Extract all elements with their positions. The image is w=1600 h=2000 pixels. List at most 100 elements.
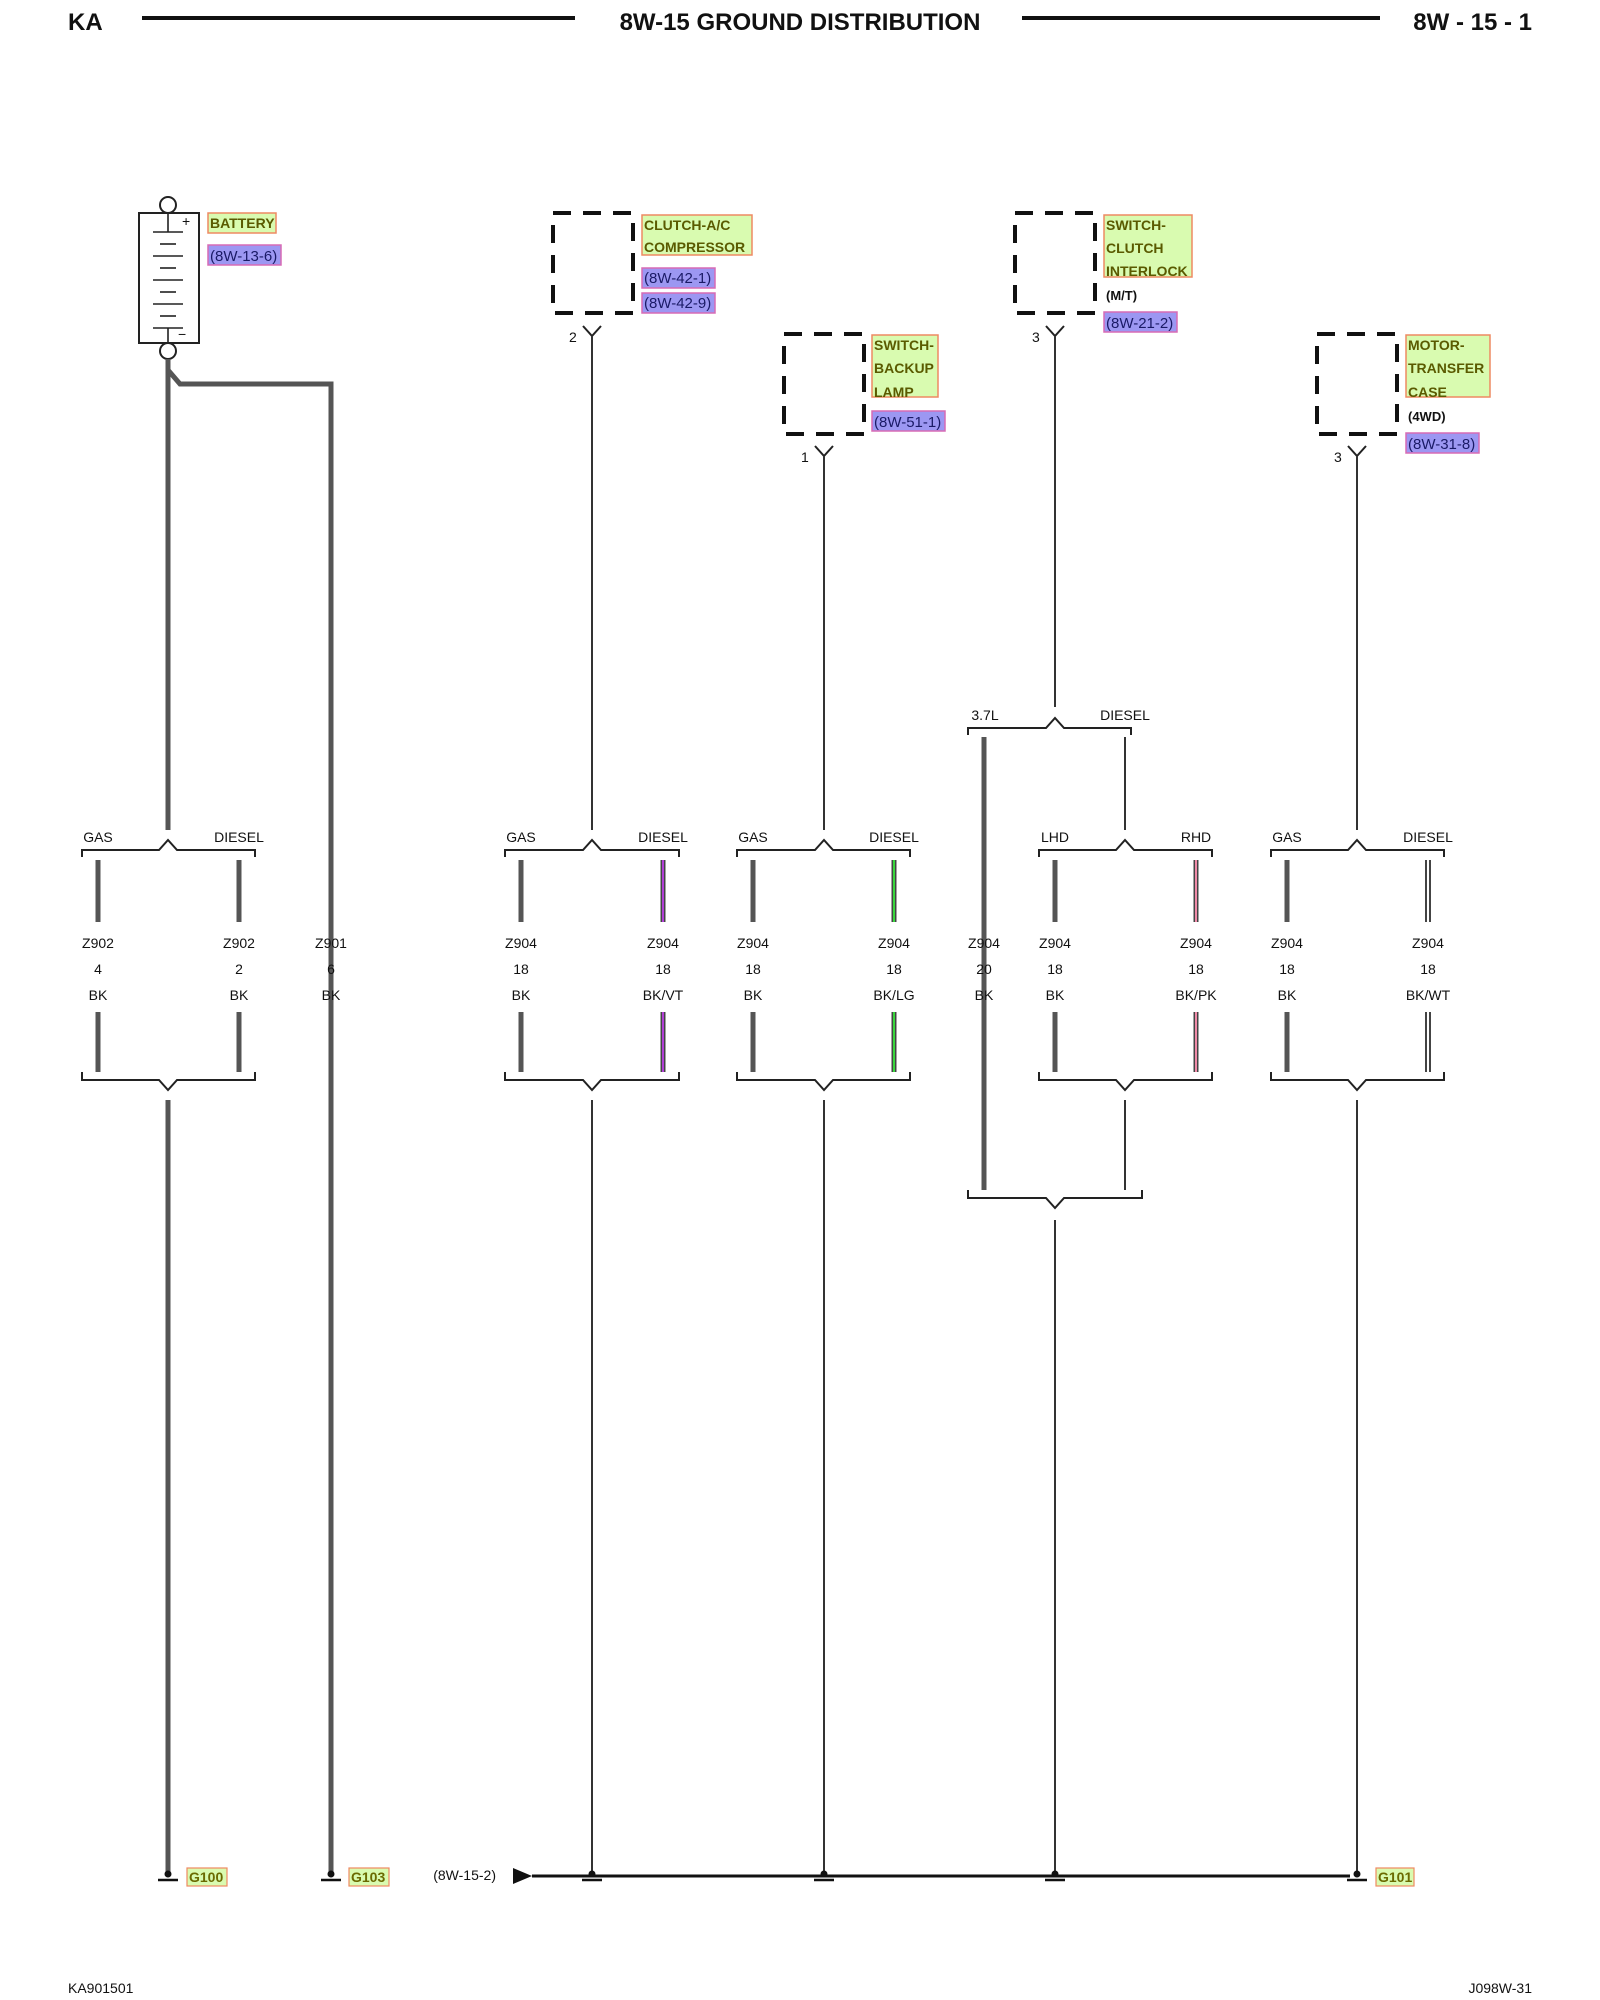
footer-page-code: J098W-31 (1468, 1980, 1532, 1996)
battery-negative-terminal (159, 342, 177, 360)
option-labels: GAS DIESEL GAS DIESEL GAS DIESEL LHD RHD… (83, 829, 1453, 845)
option-backup-lamp-gas: GAS (738, 829, 768, 845)
ground-g101-label-box (1375, 1867, 1415, 1887)
wire-circuit-label: Z902 (82, 935, 114, 951)
interlock-drive-merge-bracket (1038, 1072, 1213, 1092)
clutch-interlock-note: (M/T) (1106, 288, 1137, 303)
clutch-interlock-label-line3: INTERLOCK (1106, 263, 1188, 279)
battery-component: + − BATTERY (8W-13-6) (138, 196, 282, 360)
wire-color-label: BK/PK (1175, 987, 1217, 1003)
option-transfer-case-gas: GAS (1272, 829, 1302, 845)
clutch-interlock-switch-component: SWITCH- CLUTCH INTERLOCK (M/T) (8W-21-2)… (1013, 211, 1193, 707)
wire-gauge-label: 6 (327, 961, 335, 977)
transfer-case-split-bracket (1270, 838, 1445, 857)
backup-lamp-label-line1: SWITCH- (874, 337, 934, 353)
clutch-interlock-ref-link[interactable]: (8W-21-2) (1106, 315, 1173, 332)
backup-lamp-ref-link[interactable]: (8W-51-1) (874, 414, 941, 431)
option-interlock-lhd: LHD (1041, 829, 1069, 845)
clutch-interlock-label-box (1103, 214, 1193, 278)
clutch-ac-ref1-link[interactable]: (8W-42-1) (644, 270, 711, 287)
option-clutch-ac-diesel: DIESEL (638, 829, 688, 845)
ground-g101-icon (1347, 1870, 1367, 1882)
clutch-ac-ref1-box (641, 267, 716, 289)
wire-circuit-label: Z904 (968, 935, 1000, 951)
backup-lamp-label-box (871, 334, 939, 398)
wire-gauge-label: 18 (745, 961, 761, 977)
battery-ref-link[interactable]: (8W-13-6) (210, 248, 277, 265)
transfer-case-label-box (1405, 334, 1491, 398)
merge-brackets (81, 1072, 1445, 1092)
wire-color-label: BK (975, 987, 994, 1003)
clutch-ac-label-line1: CLUTCH-A/C (644, 217, 730, 233)
backup-lamp-split-bracket (736, 838, 911, 857)
backup-lamp-pin-number: 1 (801, 449, 809, 465)
clutch-interlock-connector-icon (1045, 325, 1065, 338)
clutch-ac-merge-bracket (504, 1072, 680, 1092)
transfer-case-merge-bracket (1270, 1072, 1445, 1092)
ground-g100-icon (158, 1870, 178, 1882)
battery-merge-bracket (81, 1072, 256, 1092)
option-battery-gas: GAS (83, 829, 113, 845)
battery-plates-icon (153, 213, 183, 343)
option-battery-diesel: DIESEL (214, 829, 264, 845)
transfer-case-connector-icon (1347, 445, 1367, 458)
splice-interlock-icon (1045, 1870, 1065, 1882)
wire-circuit-label: Z904 (647, 935, 679, 951)
clutch-ac-compressor-box (551, 211, 635, 315)
wire-labels: Z902 4 BK Z902 2 BK Z901 6 BK Z904 18 BK… (82, 935, 1451, 1003)
option-interlock-diesel: DIESEL (1100, 707, 1150, 723)
clutch-interlock-label-line2: CLUTCH (1106, 240, 1164, 256)
clutch-interlock-label-line1: SWITCH- (1106, 217, 1166, 233)
wire-circuit-label: Z904 (1271, 935, 1303, 951)
battery-label: BATTERY (210, 215, 275, 231)
clutch-ac-split-bracket (504, 838, 680, 857)
ground-g100-label-box (186, 1867, 228, 1887)
wire-circuit-label: Z904 (878, 935, 910, 951)
continuation-arrow-icon (513, 1868, 532, 1884)
transfer-case-ref-link[interactable]: (8W-31-8) (1408, 436, 1475, 453)
option-interlock-rhd: RHD (1181, 829, 1211, 845)
wire-color-label: BK/WT (1406, 987, 1451, 1003)
wire-gauge-label: 4 (94, 961, 102, 977)
backup-lamp-label-line3: LAMP (874, 384, 914, 400)
transfer-case-pin-number: 3 (1334, 449, 1342, 465)
page-title: 8W-15 GROUND DISTRIBUTION (620, 9, 981, 36)
wire-gauge-label: 2 (235, 961, 243, 977)
backup-lamp-connector-icon (814, 445, 834, 458)
battery-minus-sign: − (178, 326, 186, 342)
clutch-ac-label-line2: COMPRESSOR (644, 239, 745, 255)
battery-split-bracket (81, 838, 256, 857)
page-number: 8W - 15 - 1 (1413, 9, 1532, 36)
transfer-case-ref-box (1405, 432, 1480, 454)
wire-gauge-label: 18 (655, 961, 671, 977)
wire-gauge-label: 18 (1279, 961, 1295, 977)
option-transfer-case-diesel: DIESEL (1403, 829, 1453, 845)
wire-segments (95, 860, 1431, 1072)
battery-z901-wire (166, 368, 334, 1872)
battery-symbol (138, 212, 200, 344)
transfer-case-motor-box (1315, 332, 1399, 436)
clutch-ac-ref2-box (641, 292, 716, 314)
battery-ground-wires (165, 359, 334, 1872)
wire-gauge-label: 18 (1188, 961, 1204, 977)
option-clutch-ac-gas: GAS (506, 829, 536, 845)
clutch-interlock-switch-box (1013, 211, 1097, 315)
continuation-ref-link[interactable]: (8W-15-2) (433, 1867, 496, 1883)
wire-gauge-label: 18 (1047, 961, 1063, 977)
wire-color-label: BK/VT (643, 987, 684, 1003)
transfer-case-note: (4WD) (1408, 409, 1446, 424)
splice-backup-lamp-icon (814, 1870, 834, 1882)
interlock-engine-split: 3.7L DIESEL (967, 707, 1150, 1872)
clutch-interlock-pin-number: 3 (1032, 329, 1040, 345)
clutch-ac-ref2-link[interactable]: (8W-42-9) (644, 295, 711, 312)
page-footer: KA901501 J098W-31 (68, 1980, 1532, 1996)
wire-color-label: BK (230, 987, 249, 1003)
backup-lamp-merge-bracket (736, 1072, 911, 1092)
transfer-case-label-line3: CASE (1408, 384, 1447, 400)
wire-color-label: BK (512, 987, 531, 1003)
wire-gauge-label: 18 (886, 961, 902, 977)
option-backup-lamp-diesel: DIESEL (869, 829, 919, 845)
clutch-ac-connector-icon (582, 325, 602, 338)
ground-bus: (8W-15-2) (433, 1867, 1350, 1884)
wire-color-label: BK (322, 987, 341, 1003)
